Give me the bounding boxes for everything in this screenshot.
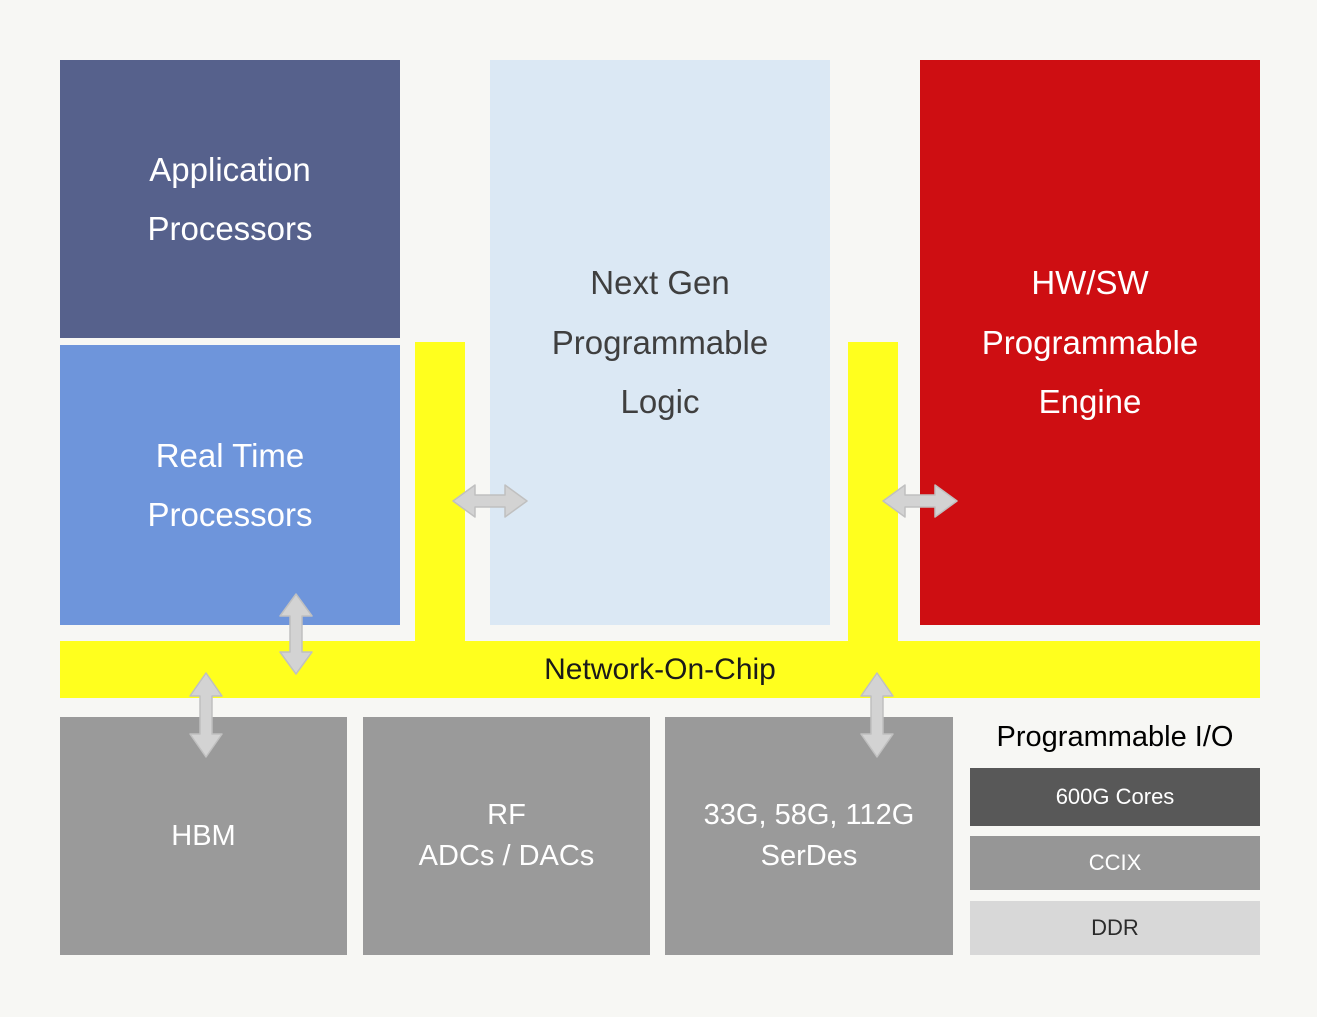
io-bar-ddr-label: DDR — [1091, 914, 1139, 940]
serdes-block: 33G, 58G, 112G SerDes — [665, 717, 953, 955]
rf-adcs-dacs-block: RF ADCs / DACs — [363, 717, 650, 955]
serdes-label-line2: SerDes — [760, 840, 858, 872]
next-gen-programmable-logic-label: Next Gen Programmable Logic — [551, 264, 769, 421]
hbm-label: HBM — [171, 819, 236, 852]
io-bar-600g-cores: 600G Cores — [970, 768, 1260, 826]
hbm-block: HBM — [60, 717, 347, 955]
programmable-io-title-label: Programmable I/O — [996, 720, 1234, 753]
noc-vertical-connector-left — [415, 342, 465, 642]
serdes-label-line1: 33G, 58G, 112G — [703, 799, 915, 832]
noc-vertical-connector-right — [848, 342, 898, 642]
io-bar-600g-cores-label: 600G Cores — [1055, 783, 1175, 809]
io-bar-ccix-label: CCIX — [1088, 849, 1142, 875]
bidirectional-arrow-pl-to-engine-icon — [882, 484, 958, 518]
hw-sw-programmable-engine-block: HW/SW Programmable Engine — [920, 60, 1260, 625]
hw-sw-programmable-engine-label: HW/SW Programmable Engine — [981, 264, 1199, 421]
programmable-io-title: Programmable I/O — [970, 714, 1260, 760]
rf-label-line2: ADCs / DACs — [418, 840, 595, 872]
network-on-chip-bar: Network-On-Chip — [60, 641, 1260, 698]
io-bar-ccix: CCIX — [970, 836, 1260, 890]
real-time-processors-block: Real Time Processors — [60, 345, 400, 625]
application-processors-block: Application Processors — [60, 60, 400, 338]
application-processors-label: Application Processors — [147, 150, 313, 247]
bidirectional-arrow-rt-to-pl-icon — [452, 484, 528, 518]
bidirectional-arrow-noc-to-hbm-icon — [189, 672, 223, 758]
rf-label-line1: RF — [487, 799, 526, 832]
network-on-chip-label: Network-On-Chip — [544, 653, 776, 686]
real-time-processors-label: Real Time Processors — [147, 436, 313, 533]
next-gen-programmable-logic-block: Next Gen Programmable Logic — [490, 60, 830, 625]
bidirectional-arrow-noc-to-serdes-icon — [860, 672, 894, 758]
io-bar-ddr: DDR — [970, 901, 1260, 955]
bidirectional-arrow-rt-to-noc-icon — [279, 593, 313, 675]
